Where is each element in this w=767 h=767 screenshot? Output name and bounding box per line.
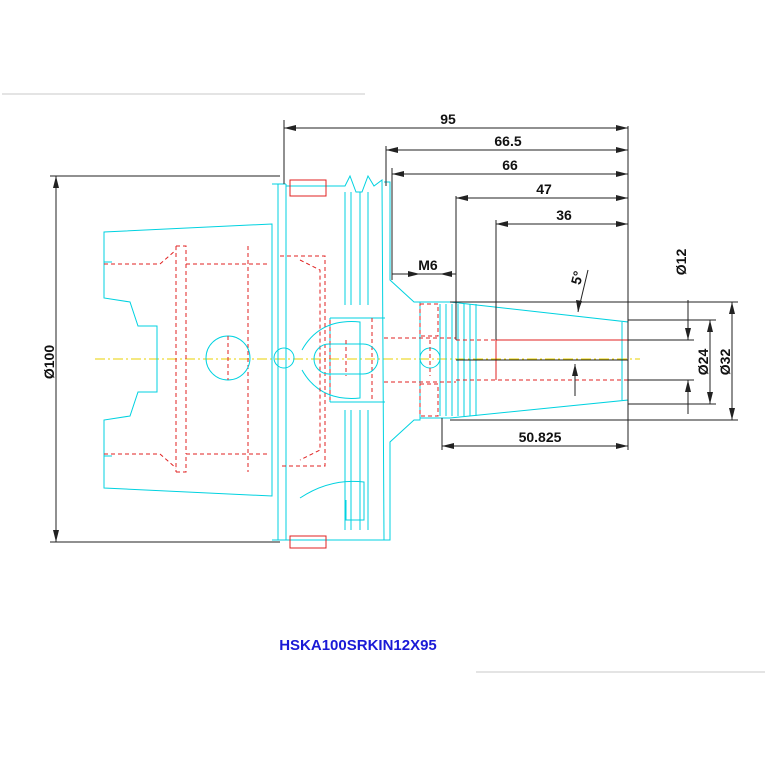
dim-dia-24: Ø24: [695, 349, 711, 376]
hsk-shank-outline: [103, 183, 286, 541]
dim-50-825: 50.825: [519, 429, 562, 445]
dim-66-5: 66.5: [494, 133, 521, 149]
dimension-labels: 95 66.5 66 47 36 50.825 M6 5° Ø100 Ø12 Ø…: [41, 111, 733, 445]
dim-m6: M6: [418, 257, 438, 273]
part-number-label: HSKA100SRKIN12X95: [279, 637, 437, 654]
flange-outline: [285, 174, 385, 541]
dim-dia-32: Ø32: [717, 349, 733, 376]
dimension-lines: [50, 120, 738, 543]
dim-47: 47: [536, 181, 552, 197]
dim-36: 36: [556, 207, 572, 223]
hidden-features: [104, 179, 628, 549]
dim-dia-12: Ø12: [673, 249, 689, 276]
sheet-frame: [2, 93, 765, 673]
cross-holes: [205, 335, 441, 381]
dim-66: 66: [502, 157, 518, 173]
dim-95: 95: [440, 111, 456, 127]
dim-dia-100: Ø100: [41, 345, 57, 379]
dim-angle-5: 5°: [568, 269, 587, 286]
